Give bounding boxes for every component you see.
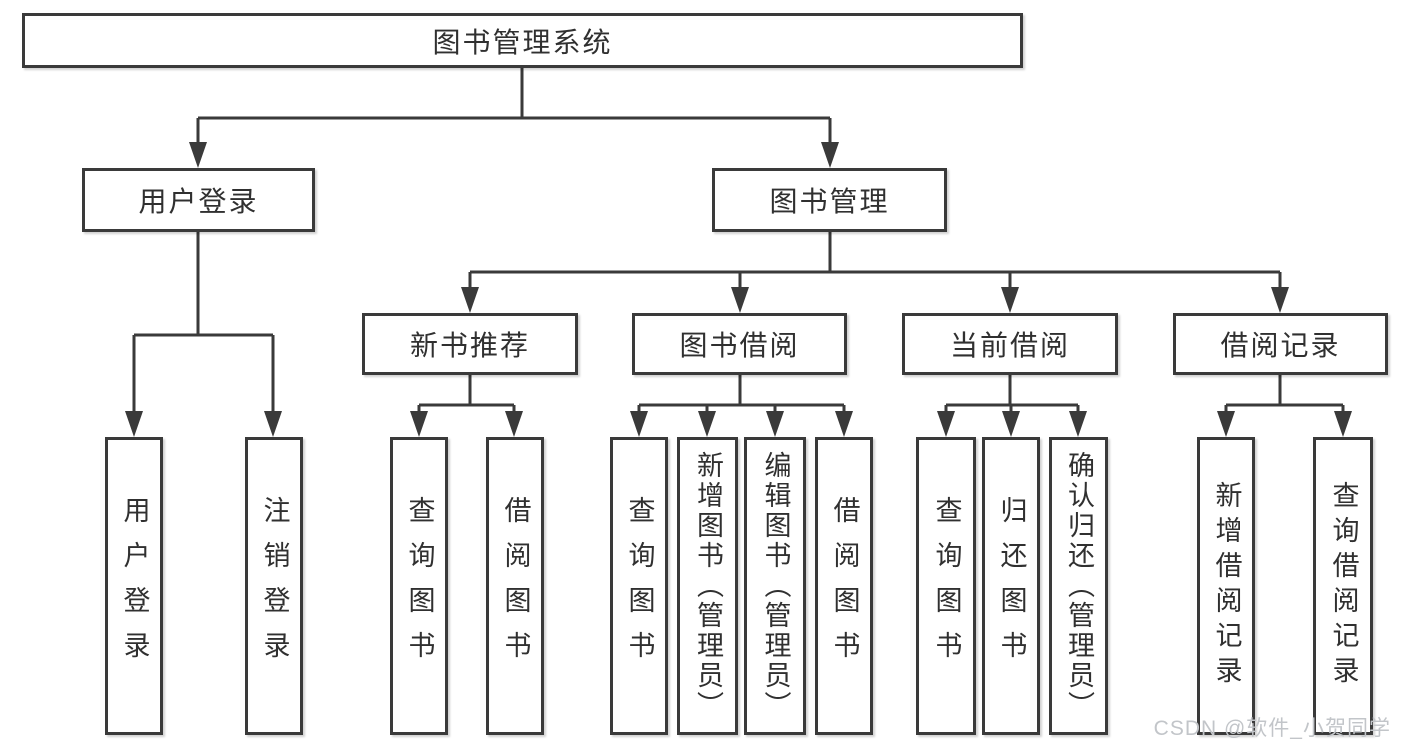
arrowhead-icon [125, 142, 1352, 437]
node-borrowing-records: 借阅记录 [1173, 313, 1388, 375]
leaf-label: 借阅图书 [500, 496, 531, 676]
tree-edges [132, 68, 1345, 413]
node-label: 新书推荐 [409, 330, 530, 361]
node-user-login: 用户登录 [82, 168, 315, 232]
leaf-query-books-current: 查询图书 [916, 437, 976, 735]
leaf-label: 注销登录 [259, 496, 290, 676]
node-label: 图书管理系统 [432, 26, 613, 58]
leaf-borrow-books-borrowing: 借阅图书 [815, 437, 873, 735]
leaf-logout: 注销登录 [245, 437, 303, 735]
leaf-label: 编辑图书（管理员） [760, 451, 791, 721]
node-label: 借阅记录 [1220, 330, 1341, 361]
leaf-label: 新增借阅记录 [1211, 481, 1242, 691]
leaf-label: 借阅图书 [829, 496, 860, 676]
node-current-borrowing: 当前借阅 [902, 313, 1118, 375]
leaf-confirm-return-admin: 确认归还（管理员） [1049, 437, 1108, 735]
leaf-add-borrowing-record: 新增借阅记录 [1197, 437, 1255, 735]
leaf-user-login: 用户登录 [105, 437, 163, 735]
leaf-query-books-recommend: 查询图书 [390, 437, 448, 735]
leaf-label: 归还图书 [996, 496, 1027, 676]
leaf-label: 确认归还（管理员） [1064, 451, 1094, 721]
leaf-edit-book-admin: 编辑图书（管理员） [744, 437, 806, 735]
node-label: 图书借阅 [679, 330, 800, 361]
node-label: 图书管理 [769, 186, 890, 217]
node-label: 用户登录 [138, 186, 259, 217]
leaf-label: 新增图书（管理员） [693, 451, 723, 721]
leaf-label: 查询图书 [404, 496, 435, 676]
csdn-watermark: CSDN @软件_小贺同学 [1153, 717, 1391, 740]
leaf-query-borrowing-record: 查询借阅记录 [1313, 437, 1373, 735]
leaf-query-books-borrowing: 查询图书 [610, 437, 668, 735]
leaf-label: 用户登录 [119, 496, 150, 676]
leaf-label: 查询图书 [624, 496, 655, 676]
node-book-borrowing: 图书借阅 [632, 313, 847, 375]
node-book-management: 图书管理 [712, 168, 947, 232]
leaf-label: 查询借阅记录 [1328, 481, 1359, 691]
leaf-borrow-books-recommend: 借阅图书 [486, 437, 544, 735]
leaf-label: 查询图书 [931, 496, 962, 676]
leaf-return-book: 归还图书 [982, 437, 1040, 735]
node-label: 当前借阅 [949, 330, 1070, 361]
leaf-add-book-admin: 新增图书（管理员） [677, 437, 738, 735]
node-new-book-recommendation: 新书推荐 [362, 313, 578, 375]
node-library-management-system: 图书管理系统 [22, 13, 1023, 68]
